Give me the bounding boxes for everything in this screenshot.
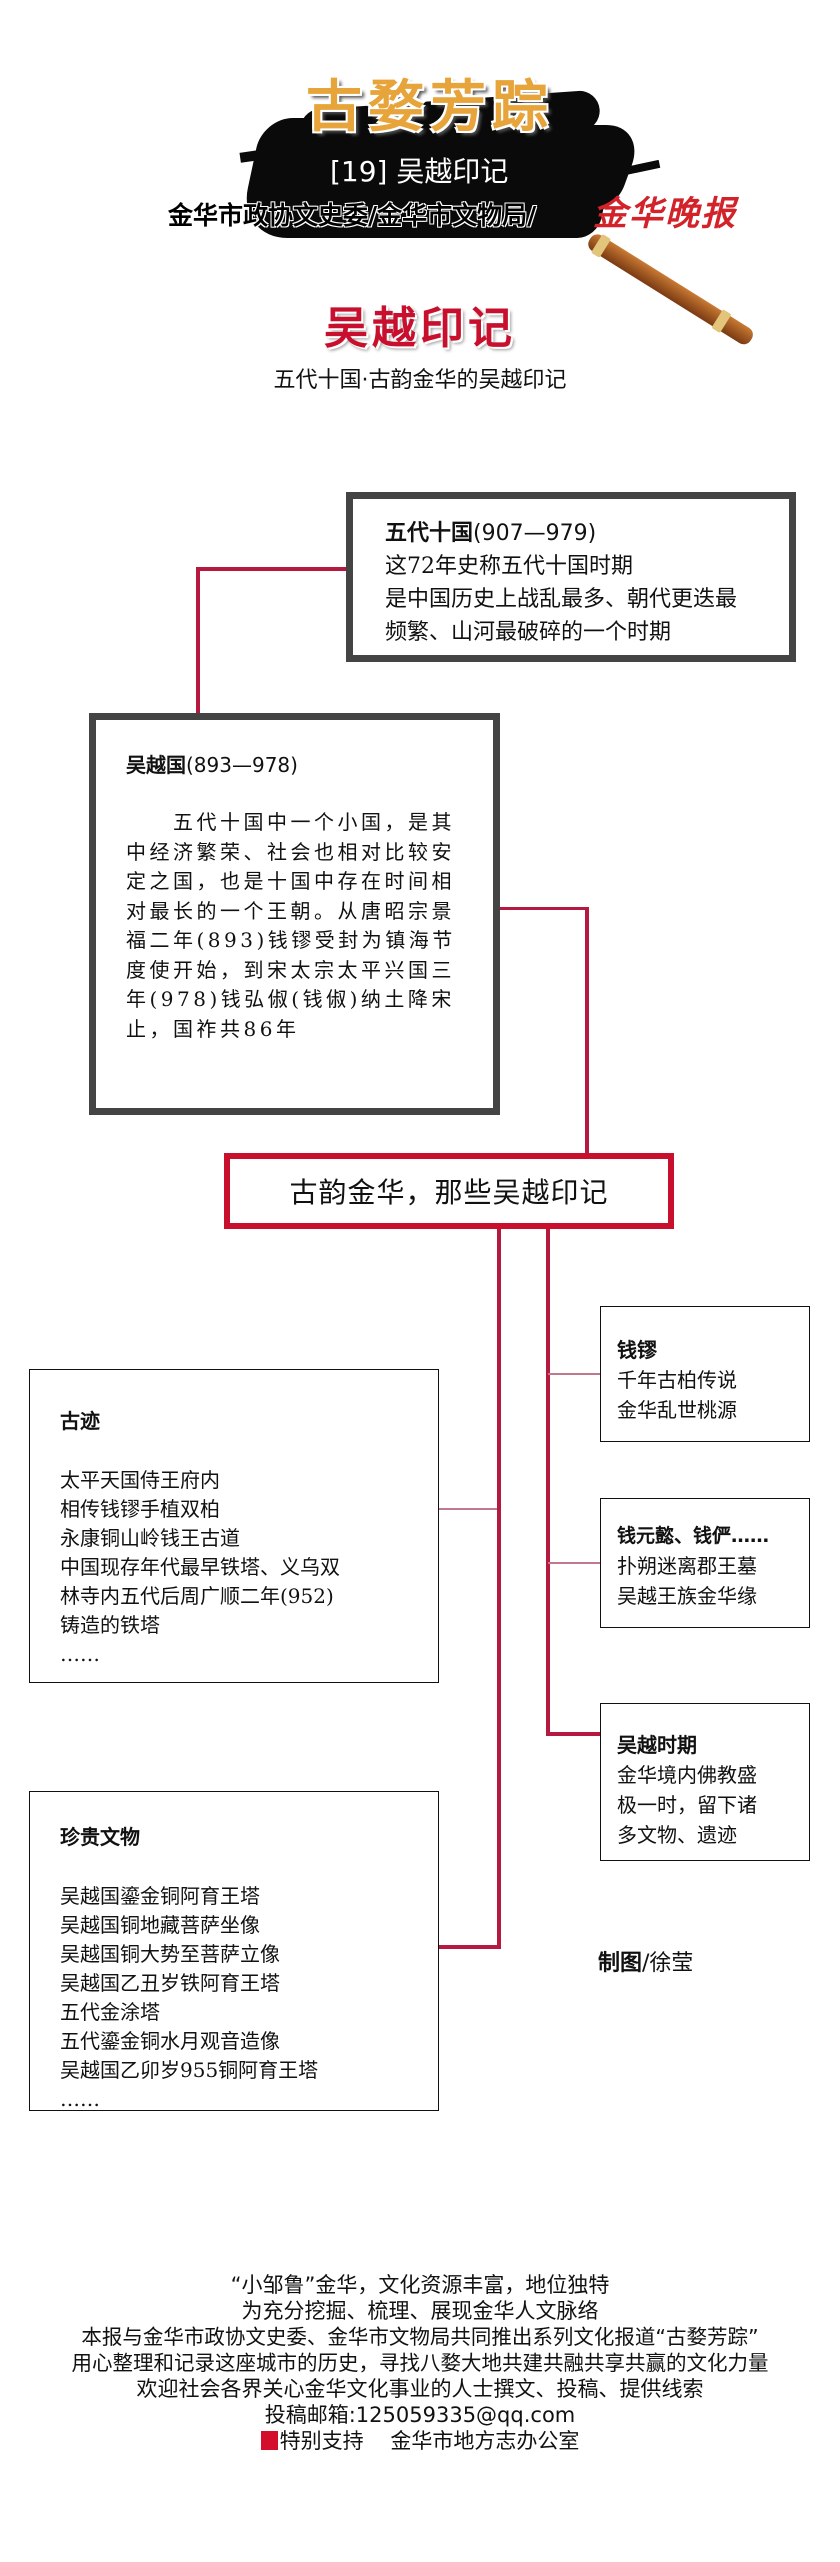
box-text-line: 度使开始，到宋太宗太平兴国三 bbox=[126, 957, 455, 982]
box-text-line: 对最长的一个王朝。从唐昭宗景 bbox=[126, 898, 455, 923]
box-text-line: 极一时，留下诸 bbox=[617, 1793, 757, 1817]
topic-box-qianliu: 钱镠 千年古柏传说 金华乱世桃源 bbox=[600, 1306, 810, 1442]
period-box-wudai-shiguo: 五代十国(907—979) 这72年史称五代十国时期 是中国历史上战乱最多、朝代… bbox=[346, 492, 796, 662]
footer-line: 本报与金华市政协文史委、金华市文物局共同推出系列文化报道“古婺芳踪” bbox=[81, 2325, 759, 2349]
box-heading: 钱镠 bbox=[617, 1338, 657, 1362]
sponsor-list: 金华市政协文史委/金华市文物局/ bbox=[168, 201, 537, 230]
footer-line: 欢迎社会各界关心金华文化事业的人士撰文、投稿、提供线索 bbox=[136, 2377, 704, 2401]
center-topic-title: 古韵金华，那些吴越印记 bbox=[289, 1176, 609, 1209]
list-item: 林寺内五代后周广顺二年(952) bbox=[60, 1584, 334, 1608]
connector-line bbox=[500, 907, 588, 910]
box-text-line: 五代十国中一个小国，是其 bbox=[126, 810, 455, 834]
connector-line bbox=[548, 1373, 600, 1375]
subtitle: 五代十国·古韵金华的吴越印记 bbox=[273, 368, 567, 393]
connector-line bbox=[548, 1562, 600, 1564]
topic-box-historic-sites: 古迹 太平天国侍王府内 相传钱镠手植双柏 永康铜山岭钱王古道 中国现存年代最早铁… bbox=[29, 1369, 439, 1683]
footer-intro: “小邹鲁”金华，文化资源丰富，地位独特 为充分挖掘、梳理、展现金华人文脉络 本报… bbox=[0, 2272, 840, 2454]
box-text-line: 定之国，也是十国中存在时间相 bbox=[126, 869, 455, 893]
list-item: 永康铜山岭钱王古道 bbox=[60, 1526, 240, 1550]
connector-line bbox=[546, 1228, 550, 1736]
footer-line: 用心整理和记录这座城市的历史，寻找八婺大地共建共融共享共赢的文化力量 bbox=[71, 2351, 769, 2375]
box-years: (893—978) bbox=[186, 753, 298, 777]
connector-line bbox=[546, 1732, 600, 1736]
support-label: 特别支持 bbox=[279, 2429, 364, 2453]
box-text-line: 是中国历史上战乱最多、朝代更迭最 bbox=[385, 587, 738, 612]
list-item: 吴越国乙丑岁铁阿育王塔 bbox=[60, 1971, 280, 1995]
list-item: …… bbox=[60, 1642, 100, 1666]
connector-line bbox=[497, 1228, 501, 1946]
red-square-icon bbox=[260, 2431, 278, 2450]
footer-line: 为充分挖掘、梳理、展现金华人文脉络 bbox=[241, 2299, 599, 2323]
box-heading: 吴越国 bbox=[126, 753, 186, 777]
connector-line bbox=[437, 1945, 501, 1949]
topic-box-qianyuanyi: 钱元懿、钱俨…… 扑朔迷离郡王墓 吴越王族金华缘 bbox=[600, 1498, 810, 1628]
box-text-line: 金华境内佛教盛 bbox=[617, 1763, 757, 1787]
box-heading: 古迹 bbox=[60, 1409, 100, 1433]
newspaper-logo: 金华晚报 bbox=[593, 194, 737, 234]
box-heading: 珍贵文物 bbox=[60, 1825, 140, 1849]
chart-credit: 制图/徐莹 bbox=[598, 1945, 693, 1977]
main-title: 吴越印记 bbox=[324, 303, 516, 354]
connector-line bbox=[196, 567, 200, 720]
list-item: 铸造的铁塔 bbox=[60, 1613, 160, 1637]
box-text-line: 多文物、遗迹 bbox=[617, 1823, 737, 1847]
box-heading: 吴越时期 bbox=[617, 1733, 697, 1757]
box-text-line: 止，国祚共86年 bbox=[126, 1016, 300, 1041]
list-item: …… bbox=[60, 2087, 100, 2111]
list-item: 五代鎏金铜水月观音造像 bbox=[60, 2029, 280, 2053]
box-text-line: 年(978)钱弘俶(钱俶)纳土降宋 bbox=[126, 987, 455, 1011]
list-item: 中国现存年代最早铁塔、义乌双 bbox=[60, 1555, 340, 1579]
connector-line bbox=[196, 567, 346, 571]
footer-line: “小邹鲁”金华，文化资源丰富，地位独特 bbox=[230, 2273, 610, 2297]
box-years: (907—979) bbox=[473, 521, 597, 546]
box-text-line: 福二年(893)钱镠受封为镇海节 bbox=[126, 928, 456, 952]
list-item: 吴越国铜地藏菩萨坐像 bbox=[60, 1913, 260, 1937]
topic-box-precious-relics: 珍贵文物 吴越国鎏金铜阿育王塔 吴越国铜地藏菩萨坐像 吴越国铜大势至菩萨立像 吴… bbox=[29, 1791, 439, 2111]
list-item: 相传钱镠手植双柏 bbox=[60, 1497, 220, 1521]
center-topic-box: 古韵金华，那些吴越印记 bbox=[224, 1153, 674, 1229]
box-text-line: 千年古柏传说 bbox=[617, 1368, 737, 1392]
box-text-line: 频繁、山河最破碎的一个时期 bbox=[385, 620, 672, 645]
box-text-line: 中经济繁荣、社会也相对比较安 bbox=[126, 839, 455, 864]
submission-email: 投稿邮箱:125059335@qq.com bbox=[264, 2403, 576, 2427]
kingdom-box-wuyue: 吴越国(893—978) 五代十国中一个小国，是其 中经济繁荣、社会也相对比较安… bbox=[89, 713, 500, 1115]
special-support: 特别支持 金华市地方志办公室 bbox=[0, 2428, 840, 2454]
list-item: 吴越国鎏金铜阿育王塔 bbox=[60, 1884, 260, 1908]
connector-line bbox=[585, 907, 589, 1157]
box-text-line: 金华乱世桃源 bbox=[617, 1398, 737, 1422]
credit-name: /徐莹 bbox=[642, 1951, 694, 1976]
credit-label: 制图 bbox=[598, 1951, 643, 1976]
list-item: 吴越国乙卯岁955铜阿育王塔 bbox=[60, 2058, 319, 2082]
box-text-line: 扑朔迷离郡王墓 bbox=[617, 1554, 757, 1578]
list-item: 五代金涂塔 bbox=[60, 2000, 160, 2024]
support-org: 金华市地方志办公室 bbox=[390, 2429, 580, 2453]
series-title: 古婺芳踪 bbox=[306, 75, 554, 140]
topic-box-wuyue-period: 吴越时期 金华境内佛教盛 极一时，留下诸 多文物、遗迹 bbox=[600, 1703, 810, 1861]
list-item: 吴越国铜大势至菩萨立像 bbox=[60, 1942, 280, 1966]
connector-line bbox=[437, 1508, 497, 1510]
issue-title: [19] 吴越印记 bbox=[330, 155, 509, 188]
list-item: 太平天国侍王府内 bbox=[60, 1468, 220, 1492]
box-heading: 五代十国 bbox=[385, 521, 474, 546]
box-heading: 钱元懿、钱俨…… bbox=[617, 1525, 770, 1547]
box-text-line: 这72年史称五代十国时期 bbox=[385, 554, 633, 579]
box-text-line: 吴越王族金华缘 bbox=[617, 1584, 757, 1608]
